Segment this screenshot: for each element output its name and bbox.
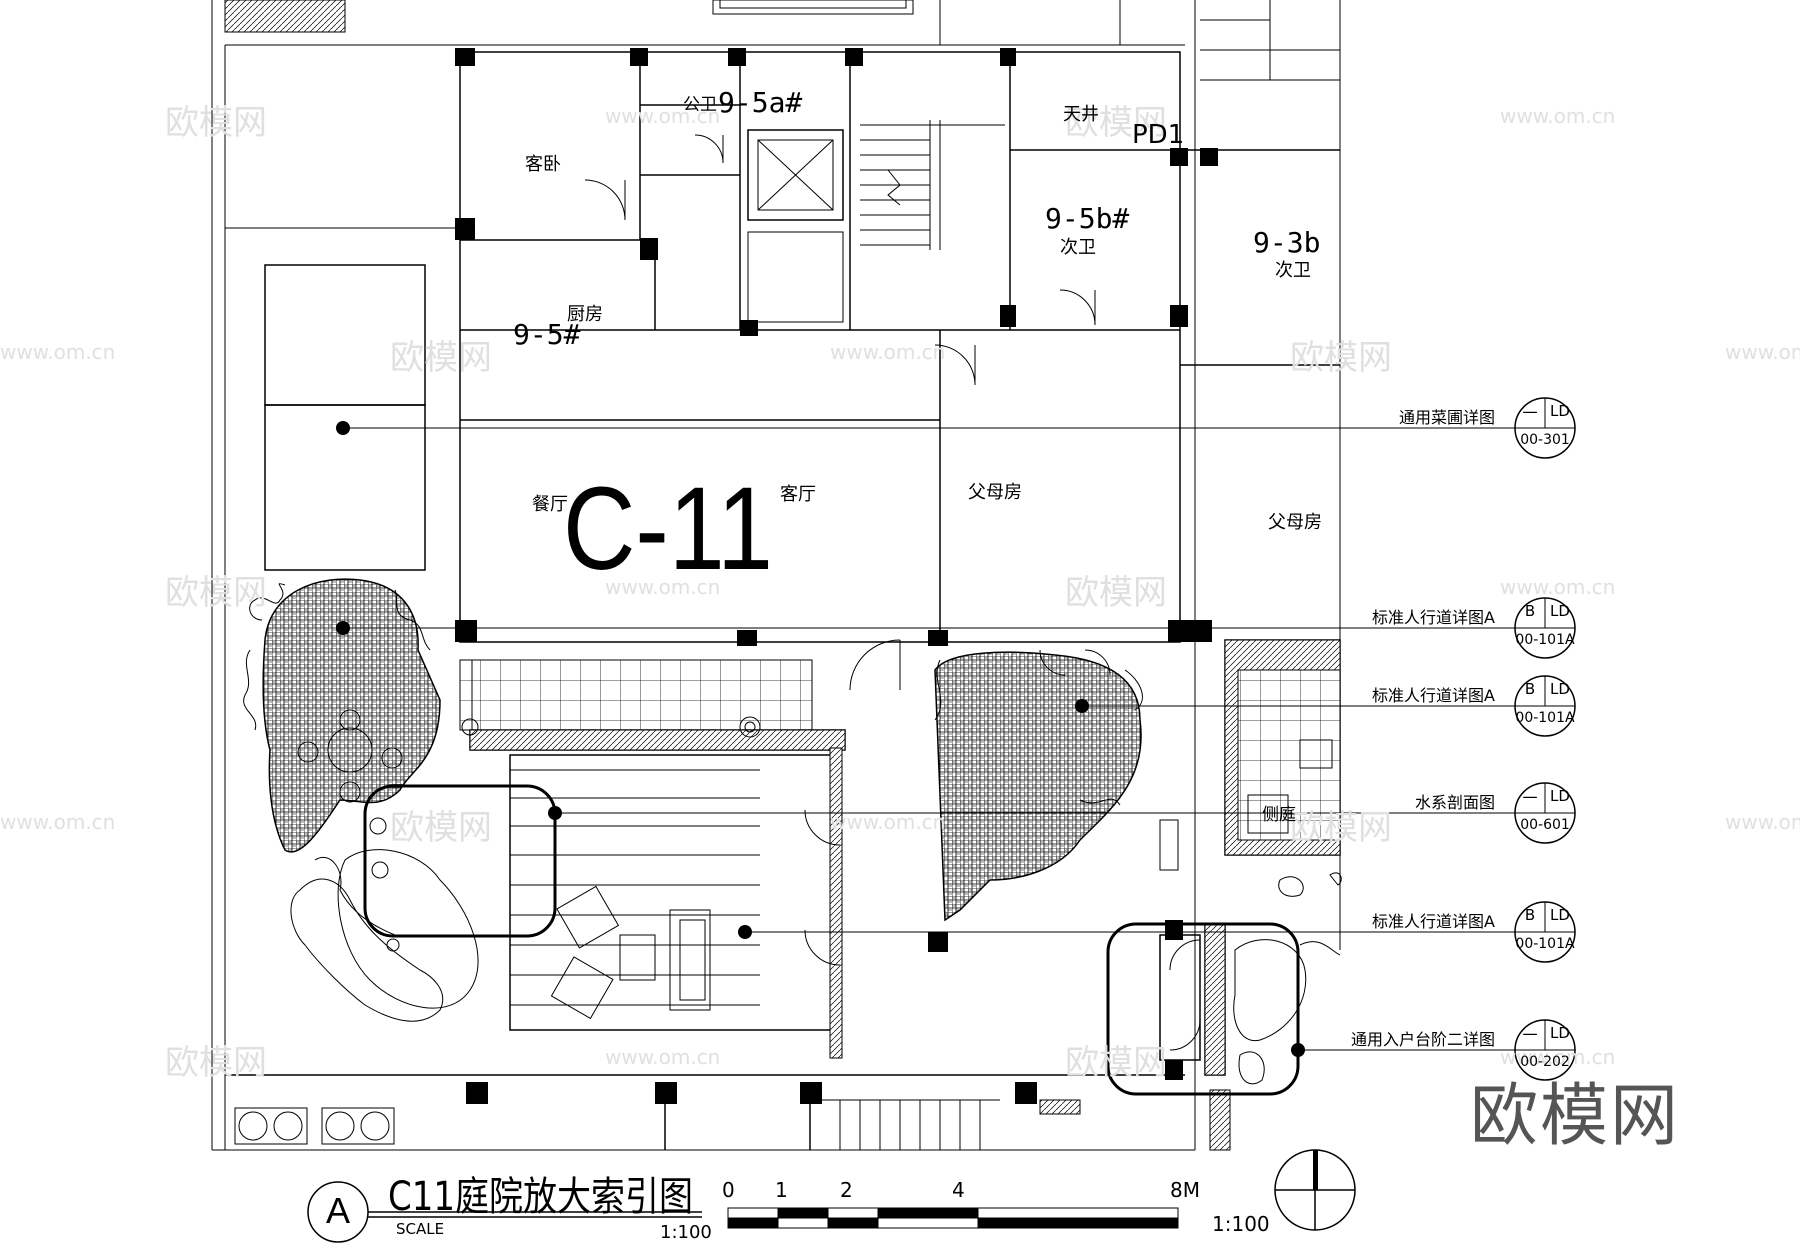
callout-regions <box>363 784 1300 1096</box>
callout-sheet: 00-101A <box>1515 936 1575 952</box>
callout-top: B <box>1524 906 1536 924</box>
room-parents-2: 父母房 <box>1268 512 1322 533</box>
callout-label: 通用菜圃详图 <box>1398 408 1495 427</box>
entry-steps <box>1159 924 1341 1085</box>
room-dining: 餐厅 <box>532 494 568 515</box>
scale-tick-2: 2 <box>840 1178 853 1202</box>
leader-dots <box>336 421 1305 1057</box>
callout-ref: LD <box>1550 1024 1570 1042</box>
garden-terrace <box>243 578 1143 1022</box>
room-kitchen: 厨房 <box>567 304 603 325</box>
doors <box>584 134 1201 1051</box>
callout-top: 一 <box>1522 789 1538 807</box>
title-block <box>307 1181 702 1243</box>
callout-top: 一 <box>1522 1026 1538 1044</box>
unit-9-5a: 9-5a# <box>718 86 803 119</box>
callout-top: B <box>1524 602 1536 620</box>
scale-tick-4: 4 <box>952 1178 965 1202</box>
unit-9-5b: 9-5b# <box>1045 202 1130 235</box>
leader-lines <box>343 427 1515 1051</box>
lower-building <box>225 1074 1231 1151</box>
callout-label: 标准人行道详图A <box>1372 686 1495 705</box>
room-parents-1: 父母房 <box>968 482 1022 503</box>
room-light-well: 天井 <box>1063 104 1099 125</box>
scale-tick-1: 1 <box>775 1178 788 1202</box>
room-guest-bedroom: 客卧 <box>525 154 561 175</box>
scale-value: 1:100 <box>660 1222 712 1243</box>
title-marker: A <box>325 1190 350 1231</box>
pd1-label: PD1 <box>1132 120 1185 150</box>
title-text: C11庭院放大索引图 <box>388 1174 694 1220</box>
callout-sheet: 00-101A <box>1515 632 1575 648</box>
room-side-court: 侧庭 <box>1262 805 1296 825</box>
callout-ref: LD <box>1550 402 1570 420</box>
callout-label: 标准人行道详图A <box>1372 608 1495 627</box>
callout-ref: LD <box>1550 680 1570 698</box>
scale-tick-8m: 8M <box>1170 1178 1200 1202</box>
scale-bar <box>727 1207 1179 1229</box>
callout-ref: LD <box>1550 906 1570 924</box>
callout-sheet: 00-101A <box>1515 710 1575 726</box>
callout-top: B <box>1524 680 1536 698</box>
scale-tick-0: 0 <box>722 1178 735 1202</box>
room-public-bath: 公卫 <box>683 95 717 115</box>
callout-label: 通用入户台阶二详图 <box>1350 1030 1495 1049</box>
unit-9-5: 9-5# <box>513 318 581 351</box>
scale-label: SCALE <box>396 1220 445 1238</box>
callout-sheet: 00-202 <box>1520 1054 1570 1070</box>
callout-symbols <box>1514 397 1576 1081</box>
room-living: 客厅 <box>780 484 816 505</box>
callout-label: 标准人行道详图A <box>1372 912 1495 931</box>
unit-9-3b: 9-3b <box>1253 226 1321 259</box>
vegetable-plots <box>225 227 455 571</box>
callout-ref: LD <box>1550 602 1570 620</box>
callout-top: 一 <box>1522 404 1538 422</box>
room-second-bath-c: 次卫 <box>1275 260 1311 281</box>
callout-label: 水系剖面图 <box>1414 793 1495 812</box>
callout-sheet: 00-301 <box>1520 432 1570 448</box>
north-arrow <box>1274 1149 1356 1231</box>
room-second-bath-b: 次卫 <box>1060 237 1096 258</box>
callout-sheet: 00-601 <box>1520 817 1570 833</box>
block-label: C-11 <box>563 463 773 595</box>
side-court <box>1159 639 1342 897</box>
scale-bar-ratio: 1:100 <box>1212 1212 1270 1236</box>
callout-ref: LD <box>1550 787 1570 805</box>
timber-deck <box>459 659 846 1059</box>
building-walls <box>459 51 1340 643</box>
